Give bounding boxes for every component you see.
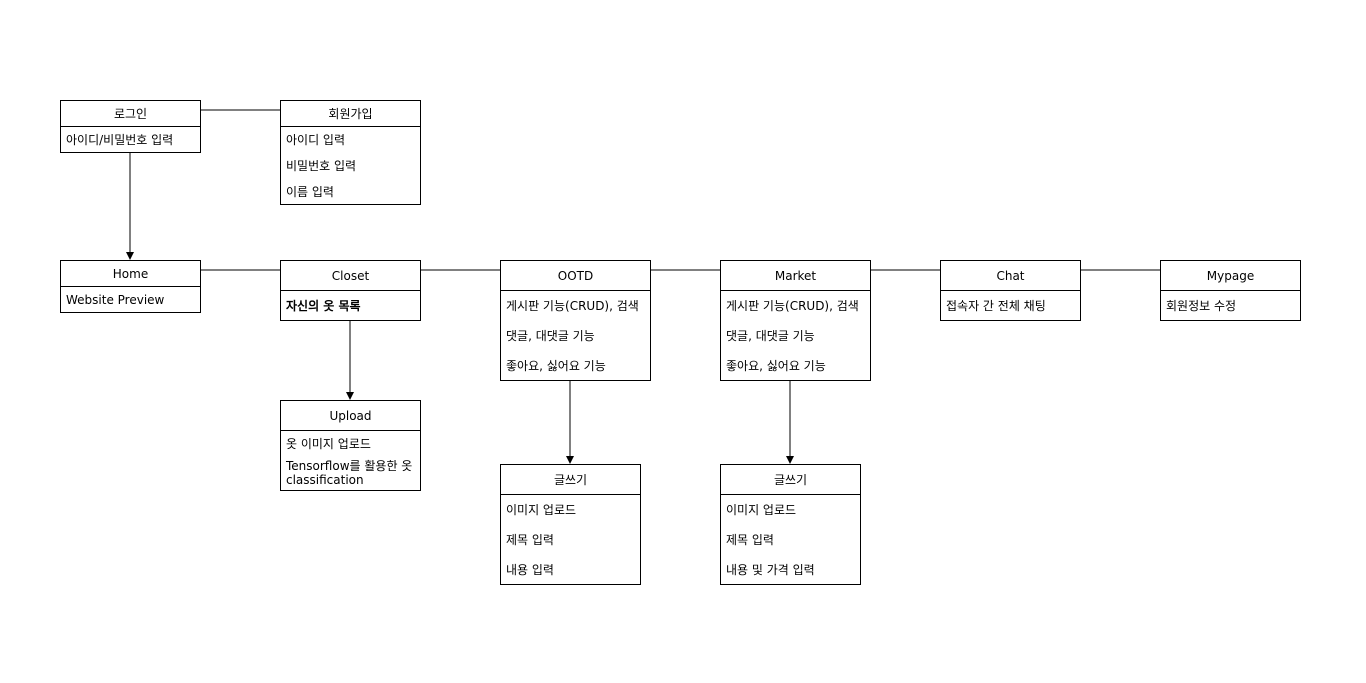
node-item: 회원정보 수정 (1166, 299, 1237, 313)
login-node: 로그인 아이디/비밀번호 입력 (60, 100, 201, 153)
node-item: 게시판 기능(CRUD), 검색 (506, 299, 639, 313)
node-item: 댓글, 대댓글 기능 (506, 329, 595, 343)
node-title: Mypage (1161, 261, 1300, 291)
node-item: 이름 입력 (286, 185, 334, 199)
node-title: Closet (281, 261, 420, 291)
node-item: 제목 입력 (506, 533, 554, 547)
node-title: OOTD (501, 261, 650, 291)
node-item: 접속자 간 전체 채팅 (946, 299, 1046, 313)
node-title: 회원가입 (281, 101, 420, 127)
node-item: 이미지 업로드 (726, 503, 797, 517)
node-title: 로그인 (61, 101, 200, 127)
node-item: 내용 및 가격 입력 (726, 563, 815, 577)
home-node: Home Website Preview (60, 260, 201, 313)
node-title: Upload (281, 401, 420, 431)
market-write-node: 글쓰기 이미지 업로드 제목 입력 내용 및 가격 입력 (720, 464, 861, 585)
chat-node: Chat 접속자 간 전체 채팅 (940, 260, 1081, 321)
node-item: 이미지 업로드 (506, 503, 577, 517)
node-item: 비밀번호 입력 (286, 159, 357, 173)
node-item: 옷 이미지 업로드 (286, 437, 371, 451)
node-item: 아이디 입력 (286, 133, 346, 147)
node-title: 글쓰기 (501, 465, 640, 495)
node-item: 내용 입력 (506, 563, 554, 577)
ootd-node: OOTD 게시판 기능(CRUD), 검색 댓글, 대댓글 기능 좋아요, 싫어… (500, 260, 651, 381)
upload-node: Upload 옷 이미지 업로드 Tensorflow를 활용한 옷 class… (280, 400, 421, 491)
ootd-write-node: 글쓰기 이미지 업로드 제목 입력 내용 입력 (500, 464, 641, 585)
node-title: Market (721, 261, 870, 291)
node-item: 제목 입력 (726, 533, 774, 547)
node-item: 자신의 옷 목록 (286, 299, 361, 313)
node-item: 댓글, 대댓글 기능 (726, 329, 815, 343)
node-title: 글쓰기 (721, 465, 860, 495)
closet-node: Closet 자신의 옷 목록 (280, 260, 421, 321)
node-item: 좋아요, 싫어요 기능 (726, 359, 826, 373)
node-title: Home (61, 261, 200, 287)
market-node: Market 게시판 기능(CRUD), 검색 댓글, 대댓글 기능 좋아요, … (720, 260, 871, 381)
node-item: Website Preview (66, 293, 165, 307)
node-item: 아이디/비밀번호 입력 (66, 133, 174, 147)
node-item: 게시판 기능(CRUD), 검색 (726, 299, 859, 313)
node-title: Chat (941, 261, 1080, 291)
signup-node: 회원가입 아이디 입력 비밀번호 입력 이름 입력 (280, 100, 421, 205)
node-item: 좋아요, 싫어요 기능 (506, 359, 606, 373)
node-item: Tensorflow를 활용한 옷 classification (286, 459, 413, 487)
mypage-node: Mypage 회원정보 수정 (1160, 260, 1301, 321)
